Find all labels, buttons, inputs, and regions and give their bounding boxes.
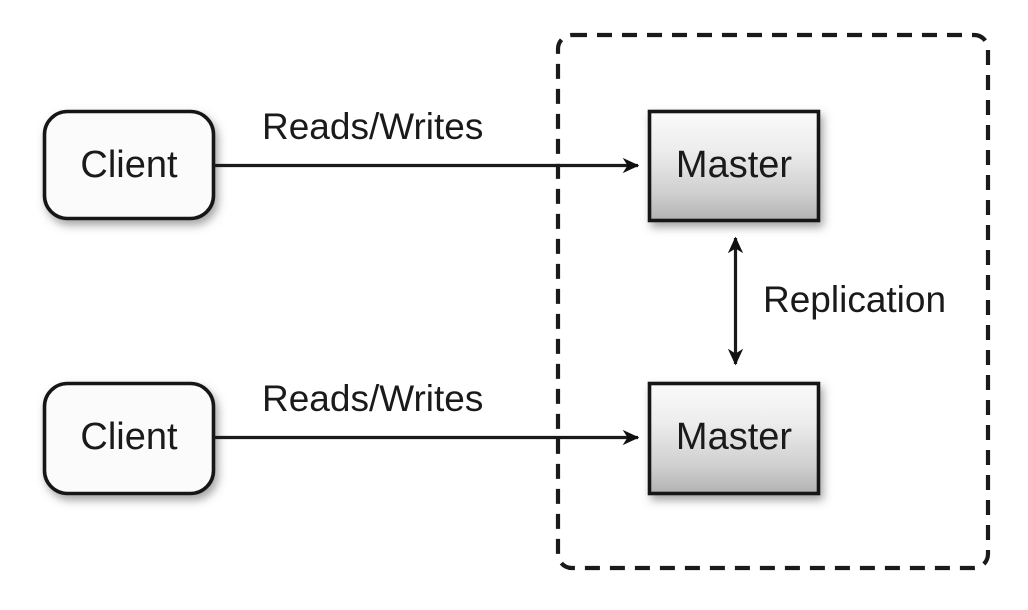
client-top-shape[interactable] [42,109,216,221]
master-top-label: Master [675,144,793,186]
edge-label-replication: Replication [763,279,947,320]
client-top-label: Client [80,144,178,186]
edge-label-reads-writes-bottom: Reads/Writes [262,378,484,419]
client-bottom-shape[interactable] [42,381,216,496]
master-top-shape[interactable] [647,109,821,223]
master-cluster-boundary [555,32,991,571]
edge-label-reads-writes-top: Reads/Writes [262,106,484,147]
master-bottom-label: Master [675,416,793,458]
master-bottom-shape[interactable] [647,381,821,496]
client-bottom-label: Client [80,416,178,458]
